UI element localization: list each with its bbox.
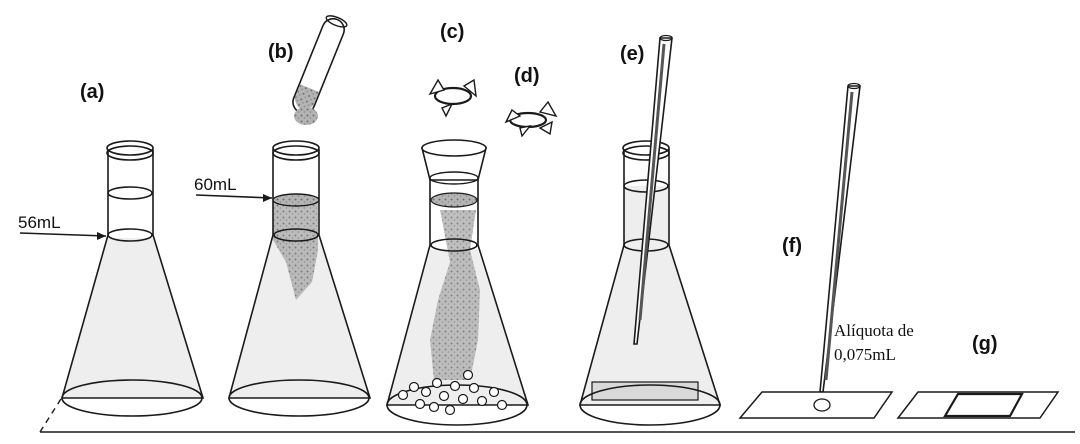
step-label-f: (f) [782, 235, 802, 257]
aliquot-label-line1: Alíquota de [834, 321, 914, 340]
glass-slide-icon [740, 392, 892, 418]
test-tube-icon [290, 14, 349, 117]
aliquot-label-line2: 0,075mL [834, 345, 896, 364]
step-g: (g) [898, 333, 1058, 418]
step-label-d: (d) [514, 65, 540, 87]
step-label-c: (c) [440, 21, 464, 43]
flask-c: (c) [387, 21, 528, 425]
erlenmeyer-flask-icon [62, 141, 203, 416]
step-f: (f) Alíquota de 0,075mL [740, 84, 914, 419]
erlenmeyer-flask-icon [229, 141, 370, 416]
volume-label-a: 56mL [18, 213, 61, 232]
glass-slide-icon [898, 392, 1058, 418]
flask-b: 60mL (b) [194, 14, 370, 416]
flask-e: (e) [580, 36, 720, 426]
step-d: (d) [506, 65, 556, 136]
stopper [422, 140, 486, 207]
volume-label-b: 60mL [194, 175, 237, 194]
step-label-e: (e) [620, 43, 644, 65]
shaker-rotation-icon [430, 80, 476, 116]
step-label-b: (b) [268, 41, 294, 63]
flask-a: 56mL (a) [18, 81, 203, 416]
shaker-rotation-icon [506, 102, 556, 136]
step-label-a: (a) [80, 81, 104, 103]
step-label-g: (g) [972, 333, 998, 355]
